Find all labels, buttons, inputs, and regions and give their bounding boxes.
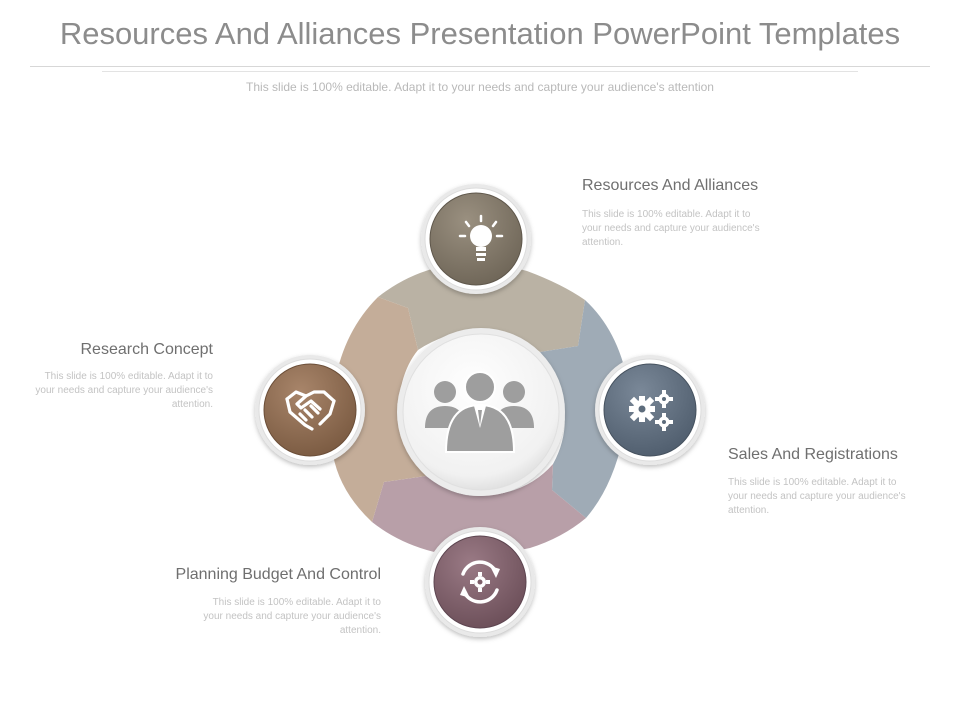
gears-icon: [629, 390, 673, 431]
slide-subtitle: This slide is 100% editable. Adapt it to…: [246, 80, 714, 94]
lightbulb-icon: [458, 214, 504, 261]
desc-resources-and-alliances: This slide is 100% editable. Adapt it to…: [582, 209, 760, 248]
refresh-gear-icon: [460, 560, 500, 604]
label-research-concept: Research Concept: [80, 341, 213, 358]
title-divider-inner: [102, 71, 858, 72]
segment-top: [378, 262, 585, 352]
title-divider: [30, 66, 930, 67]
slide-title: Resources And Alliances Presentation Pow…: [59, 16, 901, 51]
node-research-concept: [255, 355, 365, 465]
segment-bottom: [372, 464, 586, 558]
label-sales-and-registrations: Sales And Registrations: [728, 446, 898, 463]
segment-left: [333, 297, 426, 522]
desc-research-concept: This slide is 100% editable. Adapt it to…: [35, 371, 213, 410]
label-resources-and-alliances: Resources And Alliances: [582, 177, 759, 194]
label-planning-budget-and-control: Planning Budget And Control: [175, 566, 381, 583]
segment-right: [540, 300, 630, 518]
team-icon: [425, 371, 534, 453]
desc-planning-budget-and-control: This slide is 100% editable. Adapt it to…: [203, 597, 381, 636]
desc-sales-and-registrations: This slide is 100% editable. Adapt it to…: [728, 477, 906, 516]
handshake-icon: [285, 390, 336, 431]
